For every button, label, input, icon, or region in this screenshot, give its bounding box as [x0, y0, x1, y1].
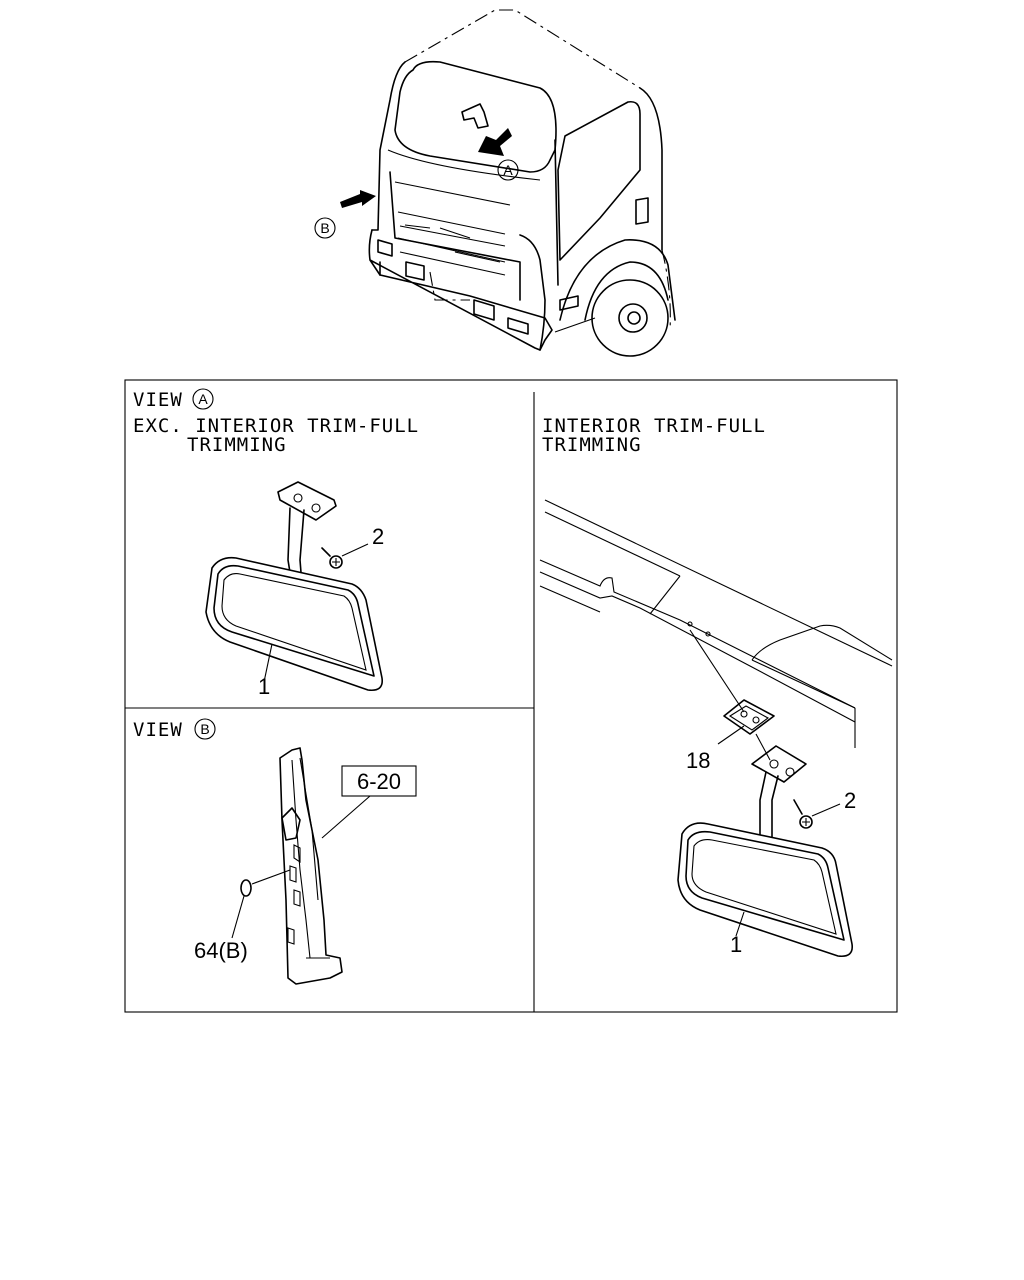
callout-screw-trim: 2 [844, 788, 856, 813]
callout-plug: 64(B) [194, 938, 248, 963]
mirror-bracket [723, 699, 775, 735]
view-b-heading: VIEW [133, 719, 183, 741]
callout-mirror-trim: 1 [730, 932, 742, 957]
mirror-stay-trim [751, 733, 807, 849]
view-a-caption-line2: TRIMMING [187, 434, 287, 456]
view-a-heading: VIEW [133, 389, 183, 411]
callout-mirror-view-a: 1 [258, 674, 270, 699]
trim-caption-line1: INTERIOR TRIM-FULL [542, 415, 766, 437]
rearview-mirror [205, 556, 384, 692]
trim-caption-line2: TRIMMING [542, 434, 642, 456]
view-a-letter: A [198, 391, 208, 407]
view-a-caption-line1: EXC. INTERIOR TRIM-FULL [133, 415, 419, 437]
marker-letter-a: A [503, 162, 513, 178]
view-b-letter: B [200, 721, 209, 737]
callout-bracket: 18 [686, 748, 710, 773]
view-arrow-b: B [314, 190, 376, 239]
panel-frames [124, 379, 898, 1013]
view-arrow-icon [478, 128, 512, 156]
rearview-mirror-trim [677, 822, 854, 958]
circled-letter-icon [314, 217, 336, 239]
callout-screw-view-a: 2 [372, 524, 384, 549]
truck-cab-illustration [368, 9, 676, 357]
mirror-stay [277, 481, 337, 586]
screw-icon [321, 547, 343, 569]
view-b-panel: VIEW B 6-20 64(B) [133, 718, 417, 985]
circled-letter-icon [194, 718, 216, 740]
view-arrow-a: A [478, 128, 519, 181]
ref-box [341, 765, 417, 797]
interior-trim-panel: INTERIOR TRIM-FULL TRIMMING 18 [539, 415, 893, 958]
screw-icon [793, 799, 813, 829]
circled-letter-icon [497, 159, 519, 181]
view-arrow-icon [340, 190, 376, 208]
ref-box-label: 6-20 [357, 769, 401, 794]
view-a-panel: VIEW A EXC. INTERIOR TRIM-FULL TRIMMING … [133, 388, 419, 699]
marker-letter-b: B [320, 220, 329, 236]
circled-letter-icon [192, 388, 214, 410]
a-pillar [279, 747, 343, 985]
roof-header-trim [539, 499, 893, 748]
plug-icon [240, 879, 252, 897]
